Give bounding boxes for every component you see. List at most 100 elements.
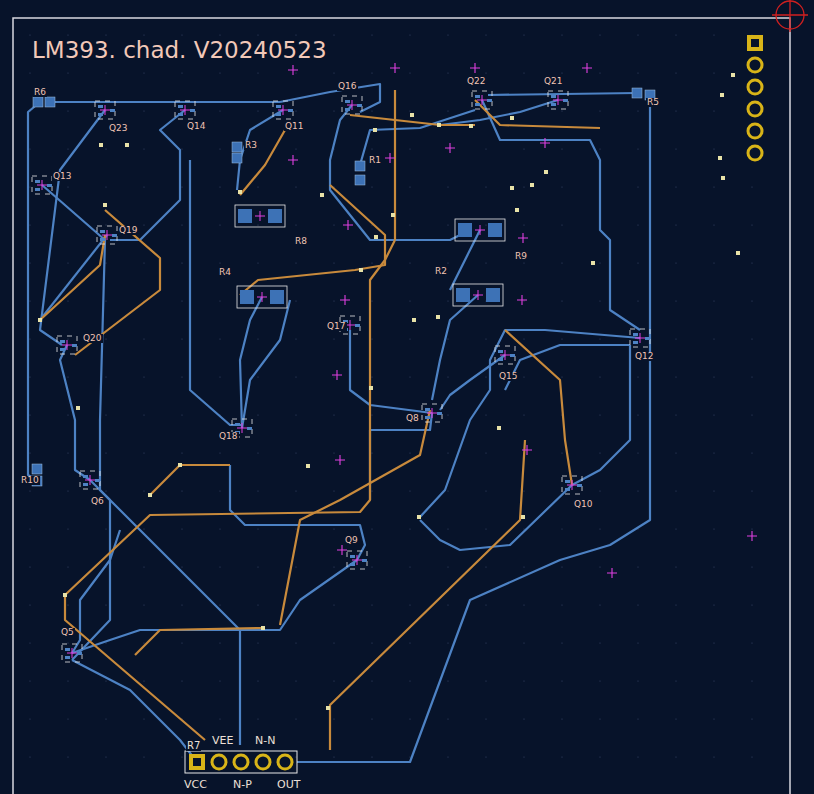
bottom-trace — [370, 413, 432, 500]
via — [373, 128, 377, 132]
via — [148, 493, 152, 497]
pin-name: N-N — [254, 735, 276, 746]
bottom-trace — [420, 485, 572, 550]
reference-designator: Q23 — [108, 124, 129, 133]
sot23-footprint — [630, 329, 650, 347]
top-trace — [505, 330, 572, 485]
reference-designator: Q17 — [326, 322, 347, 331]
smd-pad — [355, 175, 365, 185]
via — [731, 73, 735, 77]
reference-designator: Q15 — [498, 372, 519, 381]
origin-crosses — [288, 63, 757, 578]
via — [374, 235, 378, 239]
bottom-trace — [432, 295, 478, 400]
bottom-trace — [190, 160, 242, 425]
via — [410, 113, 414, 117]
bottom-trace — [28, 102, 40, 480]
reference-designator: Q16 — [337, 82, 358, 91]
sot23-footprint — [273, 101, 293, 119]
pin-name: VEE — [211, 735, 234, 746]
via — [38, 318, 42, 322]
via — [63, 593, 67, 597]
sot23-footprint — [32, 176, 52, 194]
pin-name: R7 — [186, 741, 201, 751]
via — [261, 626, 265, 630]
pin-header — [185, 751, 297, 773]
smd-pad — [632, 88, 642, 98]
bottom-trace — [237, 110, 283, 190]
board-outline — [13, 18, 790, 794]
reference-designator: R10 — [20, 476, 40, 485]
reference-designator: R6 — [33, 88, 47, 97]
smd-pad — [33, 97, 43, 107]
top-trace — [65, 240, 395, 740]
top-trace — [150, 465, 230, 495]
bottom-trace — [420, 330, 640, 517]
sot23-footprint — [62, 644, 82, 662]
bottom-trace — [440, 100, 558, 125]
bottom-trace — [297, 95, 650, 762]
top-trace — [40, 235, 105, 320]
via — [412, 318, 416, 322]
top-trace — [240, 185, 385, 295]
via — [510, 116, 514, 120]
bottom-trace — [440, 355, 505, 410]
top-trace — [280, 410, 430, 625]
sot23-footprint — [495, 346, 515, 364]
resistor-footprint — [235, 205, 285, 227]
resistor-footprints — [235, 205, 505, 308]
via — [369, 386, 373, 390]
sot23-footprint — [175, 101, 195, 119]
reference-designator: Q22 — [466, 77, 487, 86]
via — [718, 156, 722, 160]
top-trace — [135, 628, 265, 655]
sot23-footprint — [548, 91, 568, 109]
via — [721, 176, 725, 180]
via — [591, 261, 595, 265]
resistor-footprint — [237, 286, 287, 308]
top-trace — [240, 130, 285, 195]
via — [320, 193, 324, 197]
via — [544, 170, 548, 174]
board-title: LM393. chad. V20240523 — [31, 39, 328, 62]
via — [391, 213, 395, 217]
sot23-footprint — [80, 471, 100, 489]
smd-pad — [45, 97, 55, 107]
via — [530, 183, 534, 187]
grid-dots — [29, 34, 752, 757]
via — [497, 426, 501, 430]
reference-designator: R8 — [294, 237, 308, 246]
reference-designator: Q21 — [543, 77, 564, 86]
bottom-trace — [350, 330, 432, 413]
via-holes — [38, 73, 740, 710]
via — [76, 406, 80, 410]
bottom-trace — [280, 84, 380, 112]
reference-designator: Q20 — [82, 334, 103, 343]
side-header — [747, 35, 763, 160]
reference-designator: Q9 — [344, 536, 359, 545]
pin-name: OUT — [276, 779, 301, 790]
via — [326, 706, 330, 710]
smd-pad — [232, 142, 242, 152]
reference-designator: R1 — [368, 156, 382, 165]
bottom-trace — [185, 101, 280, 103]
bottom-trace — [240, 297, 262, 428]
reference-designator: R5 — [646, 98, 660, 107]
sot23-footprint — [95, 101, 115, 119]
bottom-trace — [450, 230, 480, 290]
via — [436, 315, 440, 319]
copper-traces — [28, 84, 650, 762]
bottom-trace — [40, 235, 107, 320]
via — [515, 208, 519, 212]
via — [99, 143, 103, 147]
bottom-trace — [488, 93, 637, 95]
top-trace — [394, 90, 396, 240]
via — [417, 515, 421, 519]
reference-designator: Q5 — [60, 628, 75, 637]
top-trace — [330, 440, 525, 750]
via — [125, 143, 129, 147]
bottom-trace — [40, 110, 105, 345]
reference-designator: Q19 — [118, 226, 139, 235]
reference-designator: R3 — [244, 141, 258, 150]
